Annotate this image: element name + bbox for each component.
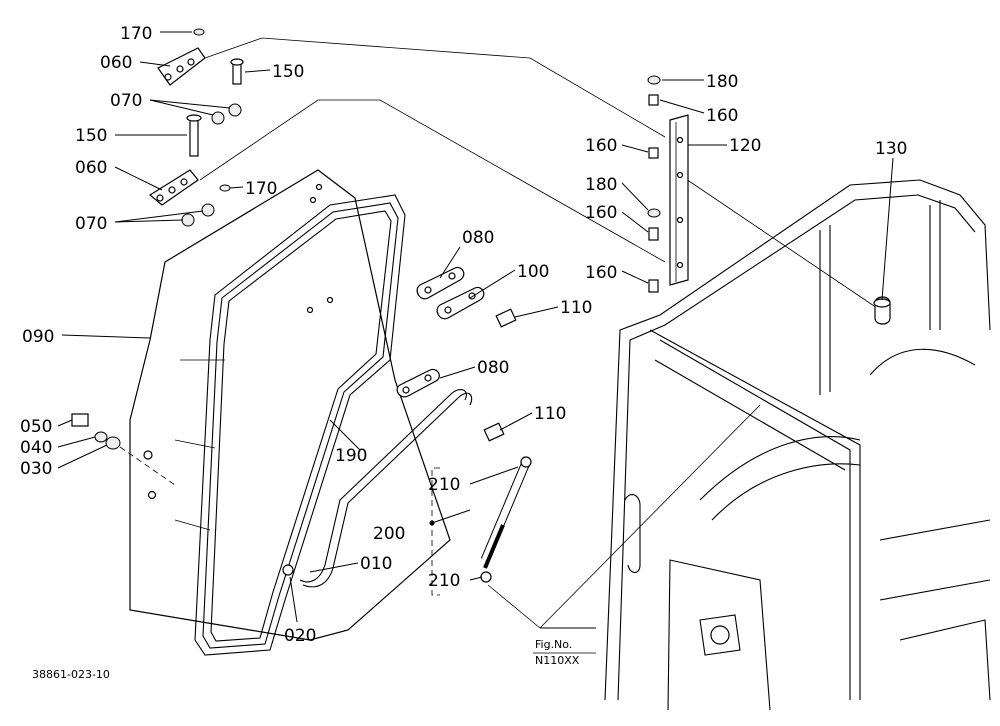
bolts xyxy=(483,308,517,442)
label-210: 210 xyxy=(428,475,460,495)
glass-panel xyxy=(129,169,451,641)
label-160: 160 xyxy=(585,136,617,156)
bracket-dot xyxy=(429,520,435,526)
drawing-code: 38861-023-10 xyxy=(32,668,110,681)
leader-lines xyxy=(199,37,881,629)
callout-leaders xyxy=(57,31,894,629)
label-070: 070 xyxy=(110,91,142,111)
label-080: 080 xyxy=(462,228,494,248)
label-070: 070 xyxy=(75,214,107,234)
label-060: 060 xyxy=(75,158,107,178)
label-180: 180 xyxy=(585,175,617,195)
label-180: 180 xyxy=(706,72,738,92)
label-130: 130 xyxy=(875,139,907,159)
label-110: 110 xyxy=(534,404,566,424)
figure-info: Fig.No. N110XX 38861-023-10 xyxy=(32,638,596,681)
label-170: 170 xyxy=(120,24,152,44)
label-020: 020 xyxy=(284,626,316,646)
label-190: 190 xyxy=(335,446,367,466)
label-050: 050 xyxy=(20,417,52,437)
gas-strut xyxy=(431,456,532,596)
callout-labels: 170 060 150 070 150 060 170 070 090 050 … xyxy=(20,24,907,646)
label-170: 170 xyxy=(245,179,277,199)
fig-label: Fig.No. xyxy=(535,638,572,651)
seal-gasket xyxy=(194,194,406,656)
label-100: 100 xyxy=(517,262,549,282)
knob-assembly xyxy=(71,413,176,486)
pillar-rail xyxy=(647,75,689,293)
label-110: 110 xyxy=(560,298,592,318)
label-080: 080 xyxy=(477,358,509,378)
label-210: 210 xyxy=(428,571,460,591)
fig-number: N110XX xyxy=(535,654,580,667)
label-150: 150 xyxy=(272,62,304,82)
label-150: 150 xyxy=(75,126,107,146)
label-030: 030 xyxy=(20,459,52,479)
label-010: 010 xyxy=(360,554,392,574)
cab-frame xyxy=(604,179,991,711)
upper-hinge xyxy=(157,28,244,125)
label-160: 160 xyxy=(706,106,738,126)
label-060: 060 xyxy=(100,53,132,73)
handle-rod xyxy=(282,389,473,588)
lower-hinge xyxy=(148,114,231,227)
label-040: 040 xyxy=(20,438,52,458)
label-120: 120 xyxy=(729,136,761,156)
label-160: 160 xyxy=(585,263,617,283)
plates xyxy=(396,266,485,398)
label-090: 090 xyxy=(22,327,54,347)
label-160: 160 xyxy=(585,203,617,223)
label-200: 200 xyxy=(373,524,405,544)
